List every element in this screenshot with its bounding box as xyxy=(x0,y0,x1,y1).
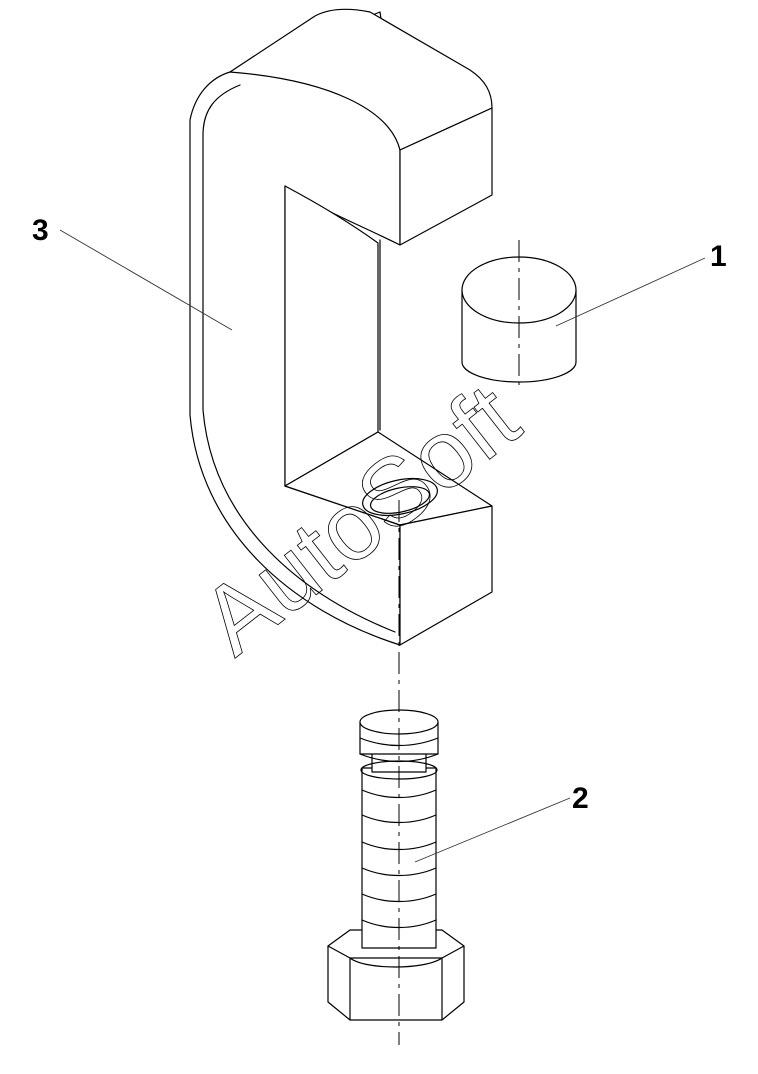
part-label-1: 1 xyxy=(710,240,727,273)
bolt xyxy=(327,709,465,1021)
clamp-upper-top-face xyxy=(229,8,493,151)
clamp-side-face xyxy=(189,11,401,646)
leader-line-2 xyxy=(414,797,571,863)
bolt-hex-facets xyxy=(327,945,465,1021)
part-label-3: 3 xyxy=(32,214,49,247)
leader-line-3 xyxy=(59,229,233,331)
pressure-pad xyxy=(461,256,577,383)
part-label-2: 2 xyxy=(572,782,589,815)
clamp-body xyxy=(189,8,493,646)
clamp-edge-lines xyxy=(202,84,396,633)
clamp-throat-face xyxy=(284,185,379,487)
clamp-threaded-hole-inner xyxy=(369,486,431,514)
clamp-upper-end-face xyxy=(399,107,493,246)
clamp-lower-end-face xyxy=(399,505,493,646)
assembly-axis xyxy=(398,240,520,1045)
leader-line-1 xyxy=(555,257,706,327)
